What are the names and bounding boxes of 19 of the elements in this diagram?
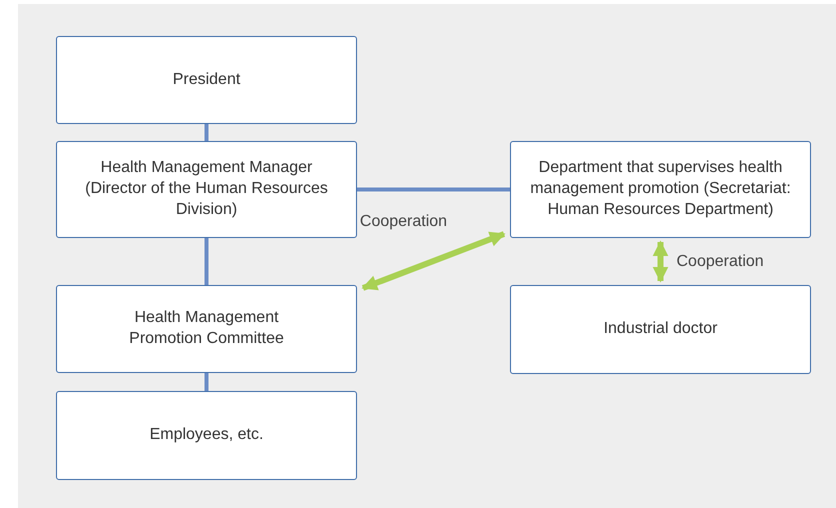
double-arrow xyxy=(362,231,506,291)
box-text: Health Management Manager (Director of the Human Resources Division) xyxy=(84,158,329,220)
box-text: Employees, etc. xyxy=(150,425,264,446)
double-arrow xyxy=(652,240,668,283)
box-text: Department that supervises health management promotion (Secretariat: Human Resources Department) xyxy=(529,158,792,220)
box-text: President xyxy=(172,70,240,90)
org-box xyxy=(56,285,357,373)
org-box xyxy=(510,285,811,374)
connector-line xyxy=(204,238,208,285)
box-text: Industrial doctor xyxy=(604,319,718,340)
org-box xyxy=(56,36,357,124)
box-text: Health Management Promotion Committee xyxy=(128,308,285,349)
org-box xyxy=(56,391,357,480)
connector-line xyxy=(204,373,208,391)
edge-label: Cooperation xyxy=(674,252,766,270)
connector-line xyxy=(357,188,510,192)
org-box xyxy=(56,141,357,238)
org-box xyxy=(510,141,811,238)
connector-line xyxy=(204,124,208,141)
